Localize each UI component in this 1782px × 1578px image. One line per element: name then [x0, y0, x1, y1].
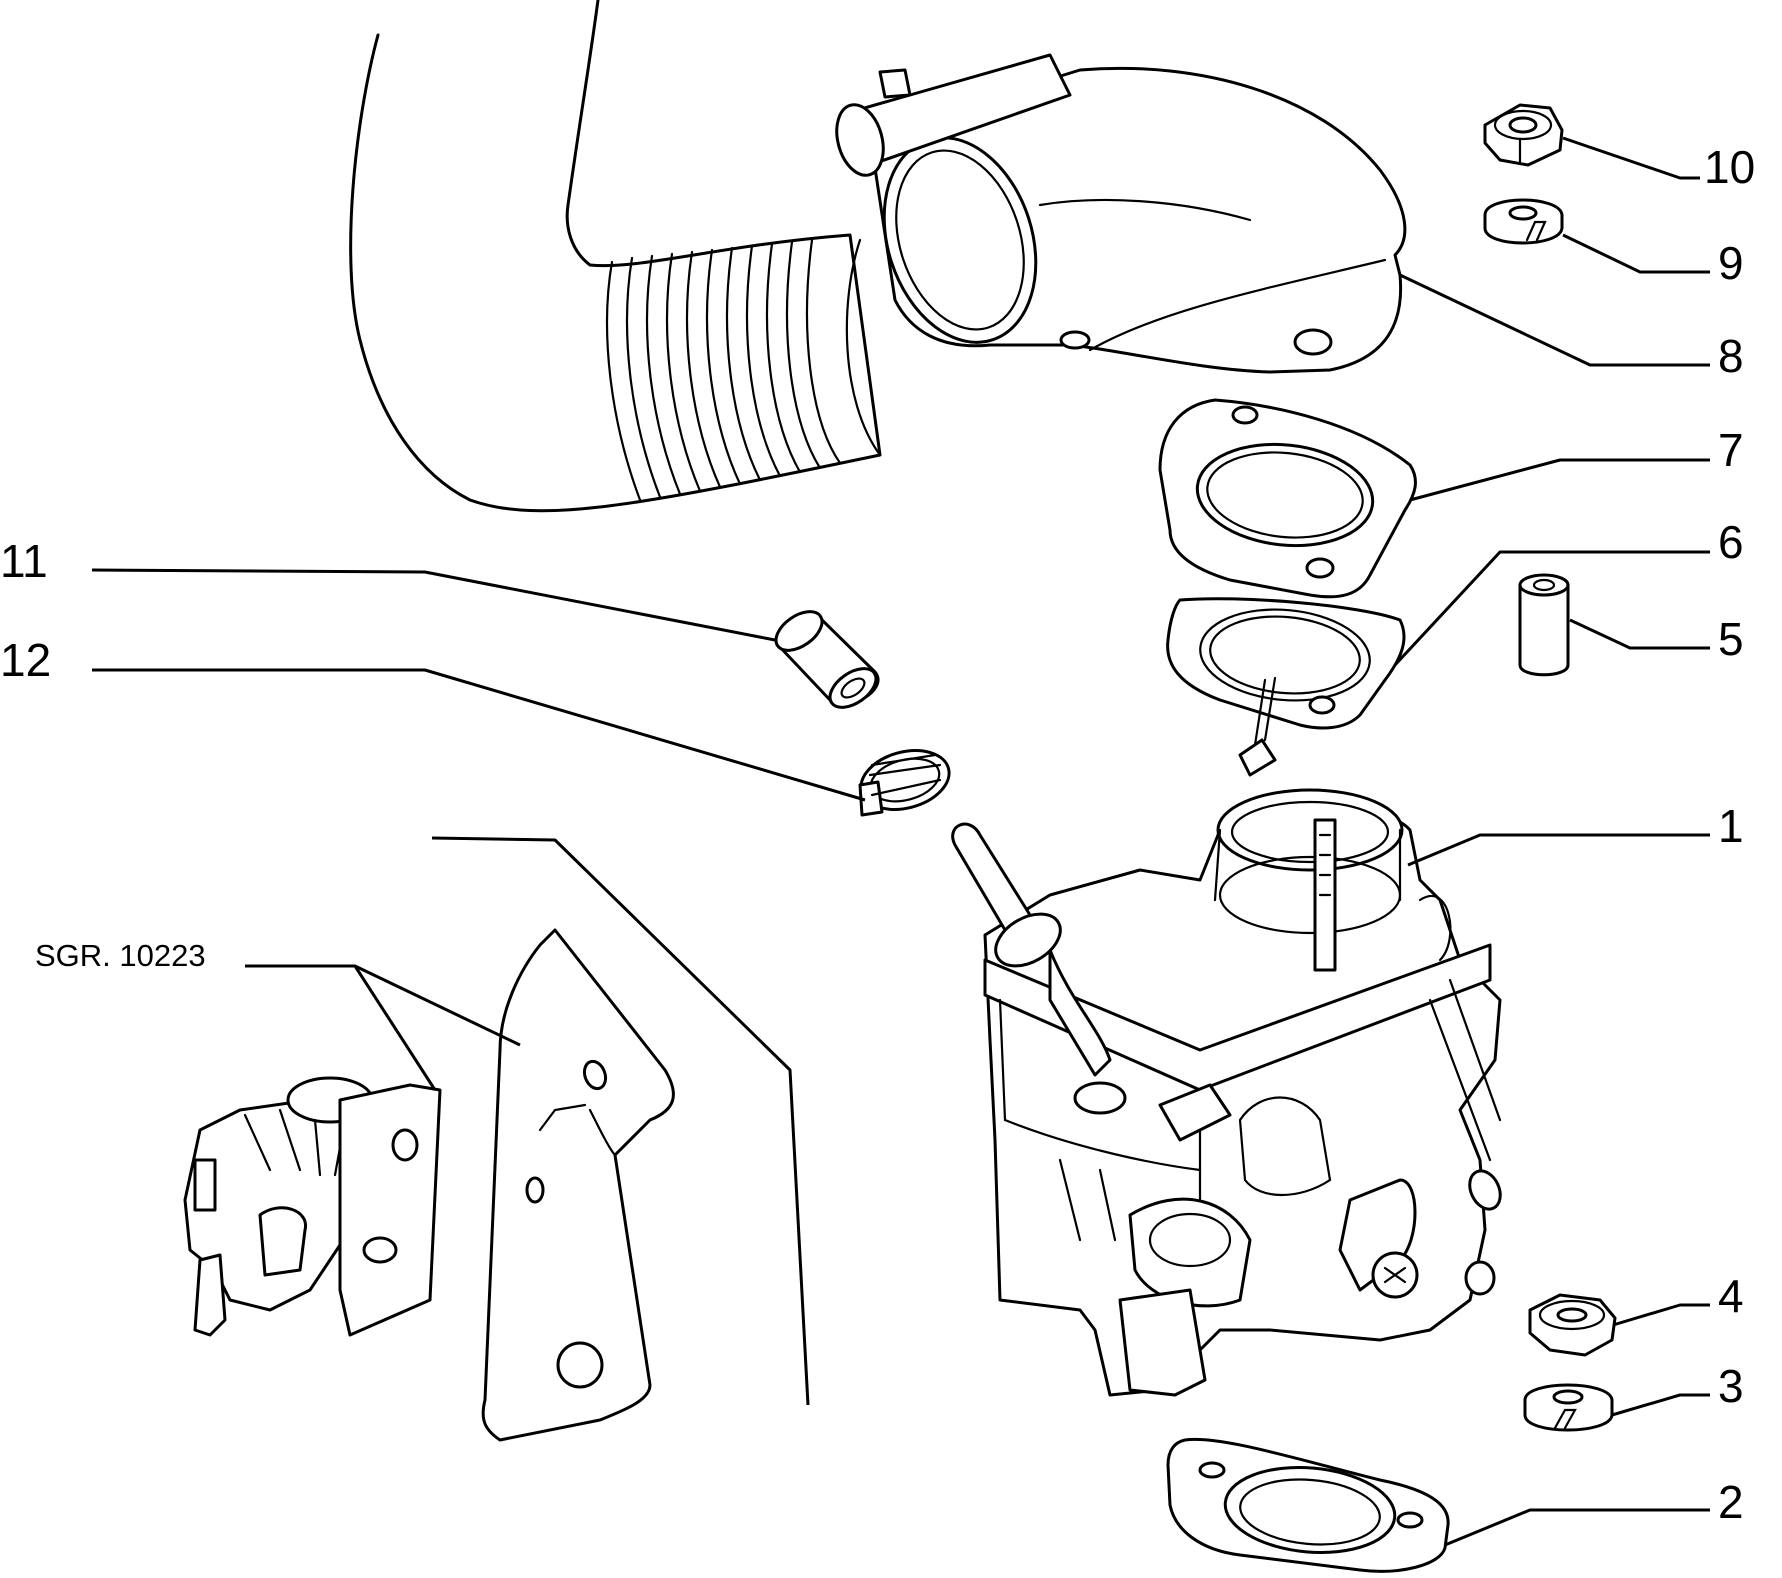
part-11-sleeve: [774, 610, 880, 709]
callout-2: 2: [1718, 1476, 1744, 1528]
callout-12: 12: [0, 634, 51, 686]
callout-8: 8: [1718, 330, 1744, 382]
part-4-nut: [1528, 1293, 1617, 1357]
sgr-fuel-pump-assembly: [183, 1076, 442, 1337]
callout-11: 11: [0, 535, 48, 587]
part-8-elbow-inlet: [835, 53, 1407, 374]
callout-10: 10: [1704, 141, 1755, 193]
leader-10: [1562, 136, 1700, 180]
intake-hose: [349, 0, 882, 513]
part-10-nut: [1483, 103, 1564, 167]
callout-4: 4: [1718, 1270, 1744, 1322]
part-5-spacer-sleeve: [1518, 573, 1570, 677]
callout-6: 6: [1718, 516, 1744, 568]
callout-3: 3: [1718, 1360, 1744, 1412]
leader-12: [92, 668, 866, 802]
part-3-split-washer: [1523, 1383, 1614, 1432]
part-6-thin-gasket: [1166, 597, 1406, 730]
leader-11: [91, 568, 776, 642]
leader-4: [1612, 1303, 1710, 1327]
part-1-carburettor: [951, 676, 1502, 1397]
leader-2: [1444, 1508, 1710, 1547]
leader-7: [1409, 458, 1710, 502]
reference-label: SGR. 10223: [35, 938, 206, 973]
callout-5: 5: [1718, 613, 1744, 665]
part-9-split-washer: [1483, 198, 1564, 245]
callout-7: 7: [1718, 424, 1744, 476]
leader-bracket-long: [431, 836, 810, 1406]
leader-sgr: [245, 964, 437, 1091]
part-2-base-spacer: [1166, 1437, 1450, 1573]
part-7-flange-gasket: [1158, 398, 1417, 599]
bracket-plate: [481, 928, 675, 1442]
part-12-hose-clamp: [858, 749, 951, 817]
leader-5: [1569, 618, 1710, 650]
leader-3: [1611, 1393, 1710, 1417]
leader-9: [1562, 233, 1710, 274]
leader-1: [1407, 833, 1710, 867]
leader-sgr-bracket: [354, 964, 521, 1047]
callout-9: 9: [1718, 237, 1744, 289]
callout-1: 1: [1718, 800, 1744, 852]
leader-6: [1393, 550, 1710, 667]
hose-ribs: [605, 238, 842, 502]
callout-labels: 1 2 3 4 5 6 7 8 9 10 11 12 SGR. 10223: [0, 141, 1755, 1528]
leader-lines: [91, 136, 1710, 1547]
leader-8: [1399, 273, 1710, 367]
